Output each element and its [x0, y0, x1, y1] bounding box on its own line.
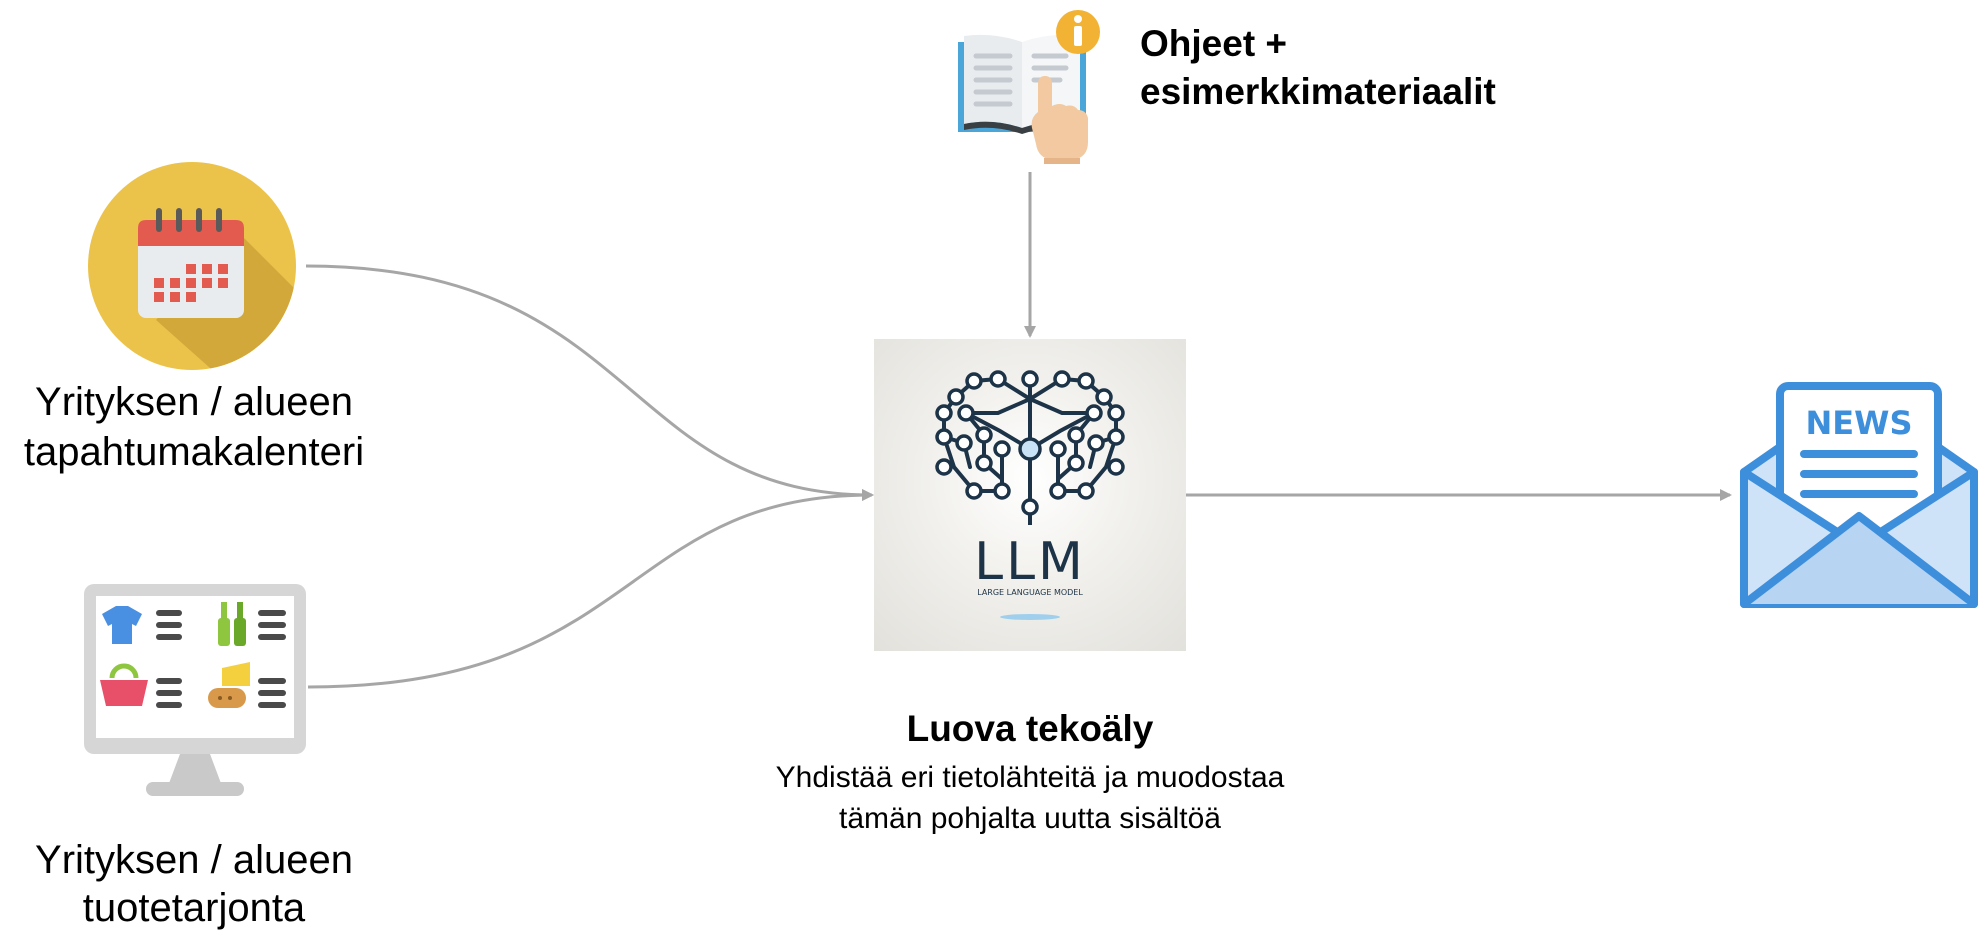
instructions-title-line1: Ohjeet +	[1140, 23, 1288, 64]
llm-logo-text: LLM	[974, 532, 1086, 592]
calendar-label-line1: Yrityksen / alueen	[35, 380, 353, 424]
calendar-icon	[86, 160, 298, 372]
product-catalog-monitor-icon	[82, 582, 308, 798]
brain-circuit-icon: LLM LARGE LANGUAGE MODEL	[935, 370, 1125, 620]
llm-logo-subtext: LARGE LANGUAGE MODEL	[977, 588, 1083, 597]
llm-desc-line2: tämän pohjalta uutta sisältöä	[839, 802, 1221, 835]
llm-title: Luova tekoäly	[906, 708, 1154, 749]
llm-box: LLM LARGE LANGUAGE MODEL	[874, 339, 1186, 651]
connector-calendar-to-llm	[305, 264, 874, 501]
news-badge-text: NEWS	[1806, 404, 1913, 442]
connector-products-to-llm	[307, 489, 874, 689]
llm-desc-line1: Yhdistää eri tietolähteitä ja muodostaa	[775, 761, 1285, 794]
products-label-line1: Yrityksen / alueen	[35, 838, 353, 882]
newsletter-envelope-icon: NEWS	[1740, 382, 1979, 614]
calendar-label-line2: tapahtumakalenteri	[23, 430, 365, 474]
instructions-title-line2: esimerkkimateriaalit	[1140, 71, 1496, 112]
book-info-icon	[952, 6, 1102, 166]
products-label-line2: tuotetarjonta	[82, 886, 306, 930]
